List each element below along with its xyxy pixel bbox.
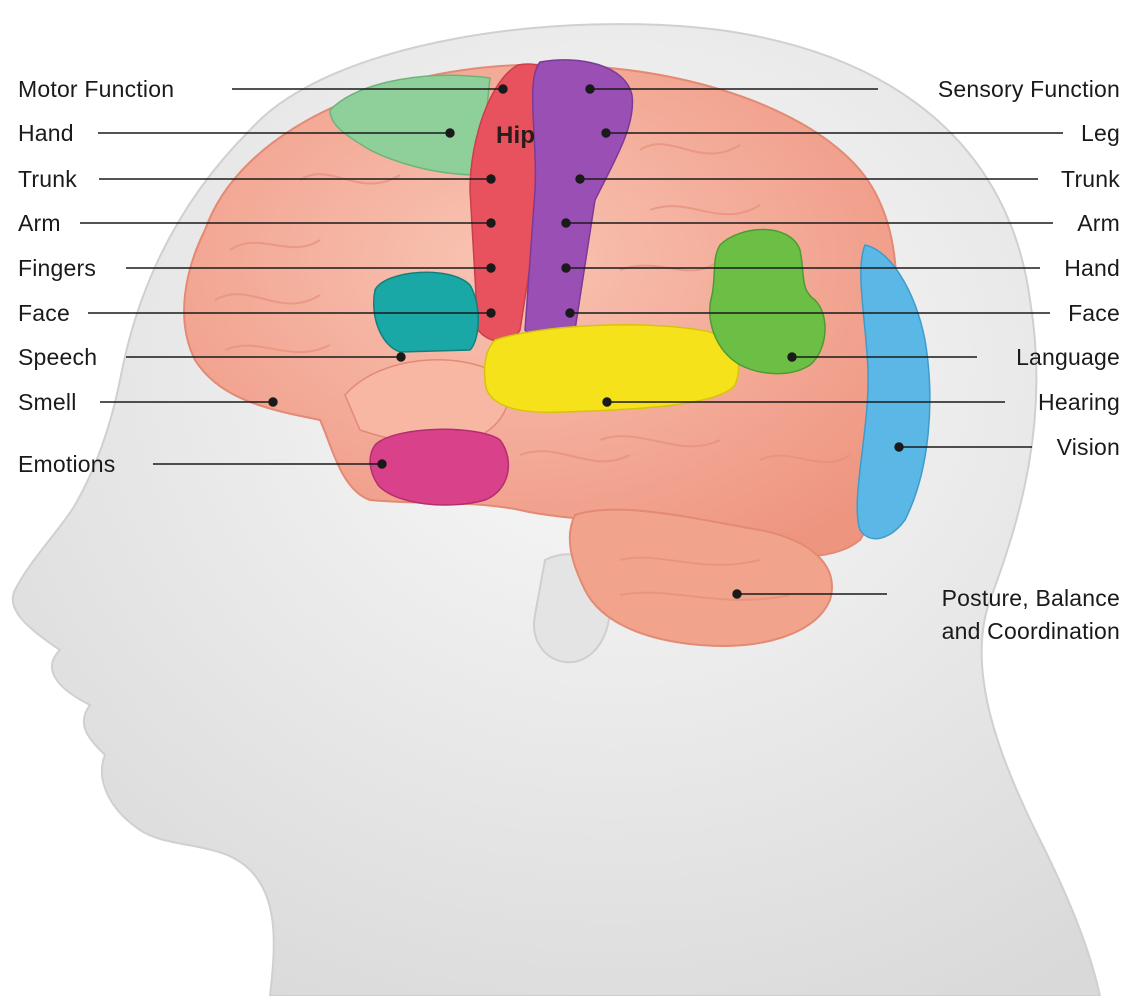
label-hearing: Hearing <box>1038 391 1120 414</box>
label-trunk-left: Trunk <box>18 168 77 191</box>
label-posture-line1: Posture, Balance <box>942 582 1120 615</box>
label-face-left: Face <box>18 302 70 325</box>
label-arm-left: Arm <box>18 212 61 235</box>
label-sensory-function: Sensory Function <box>938 78 1120 101</box>
label-hand-right: Hand <box>1064 257 1120 280</box>
label-leg: Leg <box>1081 122 1120 145</box>
label-posture-line2: and Coordination <box>942 615 1120 648</box>
label-emotions: Emotions <box>18 453 115 476</box>
label-fingers: Fingers <box>18 257 96 280</box>
label-vision: Vision <box>1057 436 1120 459</box>
label-arm-right: Arm <box>1077 212 1120 235</box>
label-face-right: Face <box>1068 302 1120 325</box>
hearing-area <box>485 325 739 412</box>
label-trunk-right: Trunk <box>1061 168 1120 191</box>
label-speech: Speech <box>18 346 97 369</box>
emotions-area <box>370 429 508 505</box>
label-hand-left: Hand <box>18 122 74 145</box>
label-hip: Hip <box>496 124 535 148</box>
label-motor-function: Motor Function <box>18 78 174 101</box>
label-smell: Smell <box>18 391 77 414</box>
label-language: Language <box>1016 346 1120 369</box>
label-posture-balance-coordination: Posture, Balance and Coordination <box>942 582 1120 648</box>
speech-area <box>374 272 479 352</box>
